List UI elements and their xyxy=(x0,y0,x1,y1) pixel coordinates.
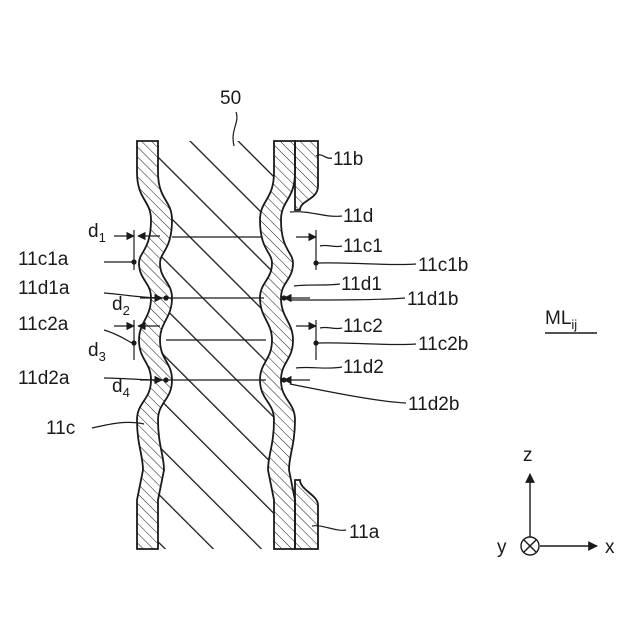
label-11d1b: 11d1b xyxy=(407,289,458,310)
point-11c1a xyxy=(131,259,136,264)
axis-z-label: z xyxy=(523,445,533,466)
label-d1: d1 xyxy=(88,221,106,245)
label-11b: 11b xyxy=(333,149,363,170)
label-11d2: 11d2 xyxy=(343,357,384,378)
d4-base: d xyxy=(112,376,123,397)
label-d2: d2 xyxy=(112,294,130,318)
label-11c2b: 11c2b xyxy=(418,334,468,355)
label-50: 50 xyxy=(220,88,241,146)
label-11d2b: 11d2b xyxy=(408,394,459,415)
label-ml: MLij xyxy=(545,308,597,333)
ml-sub: ij xyxy=(571,317,577,332)
d3-base: d xyxy=(88,340,99,361)
point-11c2a xyxy=(131,340,136,345)
point-11d1b xyxy=(281,295,286,300)
label-11c1b: 11c1b xyxy=(418,255,468,276)
d2-sub: 2 xyxy=(123,303,130,318)
label-11c2: 11c2 xyxy=(343,316,383,337)
label-11c2a: 11c2a xyxy=(18,314,69,335)
point-11c1b xyxy=(313,260,318,265)
label-50-text: 50 xyxy=(220,88,241,109)
d4-sub: 4 xyxy=(123,385,130,400)
label-11c: 11c xyxy=(46,418,75,439)
axis-y-label: y xyxy=(497,537,507,558)
label-d4: d4 xyxy=(112,376,130,400)
label-11d1: 11d1 xyxy=(341,274,382,295)
label-11d2a: 11d2a xyxy=(18,368,70,389)
label-11a: 11a xyxy=(349,522,380,543)
y-axis-into-page-icon xyxy=(521,537,539,555)
point-11d1a xyxy=(163,295,168,300)
label-11d: 11d xyxy=(343,206,373,227)
point-11d2a xyxy=(163,377,168,382)
right-labels: 11b 11d 11c1 11c1b 11d1 11d1b 11c2 11c2b… xyxy=(281,149,468,543)
d1-base: d xyxy=(88,221,99,242)
ml-base: ML xyxy=(545,308,571,329)
d3-sub: 3 xyxy=(99,349,106,364)
d1-sub: 1 xyxy=(99,230,106,245)
point-11d2b xyxy=(281,377,286,382)
label-11c1: 11c1 xyxy=(343,236,383,257)
axis-x-label: x xyxy=(605,537,615,558)
d2-base: d xyxy=(112,294,123,315)
label-11c1a: 11c1a xyxy=(18,249,69,270)
core-member-50 xyxy=(150,141,282,549)
label-ml-text: MLij xyxy=(545,308,577,332)
coordinate-axes: z x y xyxy=(497,445,615,558)
label-11d1a: 11d1a xyxy=(18,278,70,299)
point-11c2b xyxy=(313,340,318,345)
label-d3: d3 xyxy=(88,340,106,364)
